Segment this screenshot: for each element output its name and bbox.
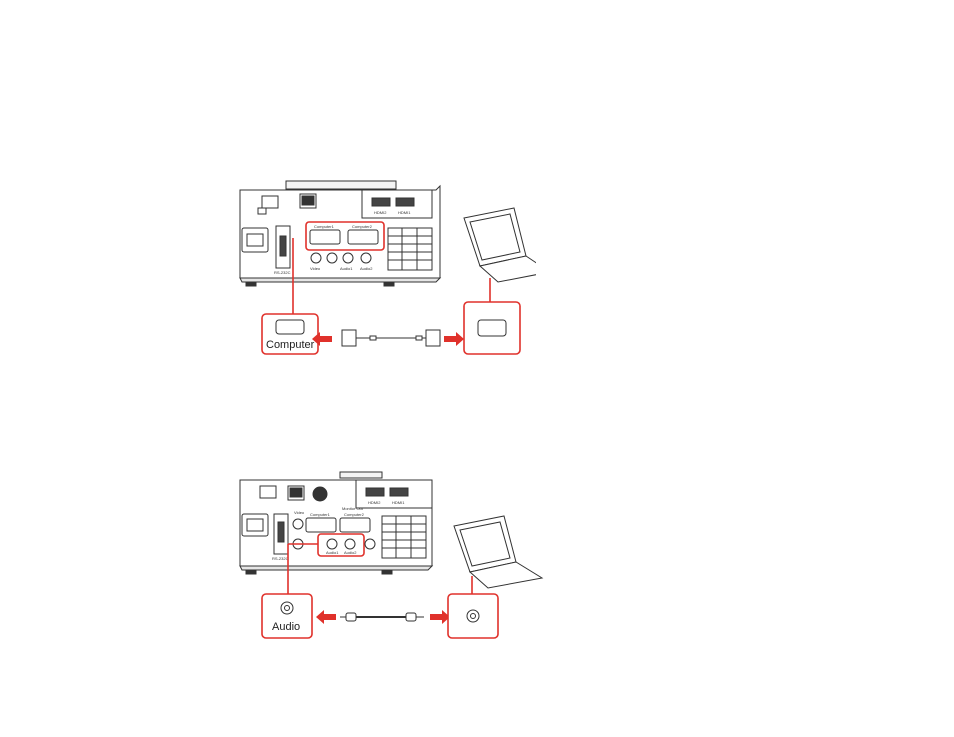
computer1-label: Computer1 — [314, 224, 335, 229]
hdmi2-label: HDMI2 — [374, 210, 387, 215]
audio2-label: Audio2 — [344, 550, 357, 555]
laptop-icon — [453, 515, 544, 589]
computer-port-callout: Computer — [261, 313, 319, 355]
projector-rear-panel: HDMI2 HDMI1 RS-232C Video Computer1 Moni… — [239, 471, 434, 575]
audio-cable-icon — [340, 612, 424, 622]
hdmi1-label: HDMI1 — [398, 210, 411, 215]
vga-cable-icon — [341, 329, 441, 347]
audio2-label: Audio2 — [360, 266, 373, 271]
hdmi2-label: HDMI2 — [368, 500, 381, 505]
arrow-right-icon — [430, 610, 450, 624]
laptop-port-callout — [463, 301, 521, 355]
vent-grid — [381, 515, 427, 559]
computer-connection-svg: HDMI2 HDMI1 RS-232C Computer1 Computer2 … — [239, 180, 552, 355]
audio-port-callout: Audio — [261, 593, 313, 639]
arrow-left-icon — [316, 610, 336, 624]
audio-connection-diagram: HDMI2 HDMI1 RS-232C Video Computer1 Moni… — [236, 470, 548, 646]
rs232-label: RS-232C — [272, 556, 289, 561]
audio1-label: Audio1 — [326, 550, 339, 555]
monitor-out-label: Monitor Out — [342, 506, 364, 511]
hdmi1-label: HDMI1 — [392, 500, 405, 505]
computer-port-label: Computer — [266, 339, 315, 351]
laptop-audio-callout — [447, 593, 499, 639]
computer-connection-diagram: HDMI2 HDMI1 RS-232C Computer1 Computer2 … — [236, 178, 552, 358]
vga-port-icon — [477, 319, 507, 337]
computer1-label: Computer1 — [310, 512, 331, 517]
video-label: Video — [294, 510, 305, 515]
rs232-label: RS-232C — [274, 270, 291, 275]
vga-port-icon — [275, 319, 305, 335]
laptop-icon — [463, 207, 552, 283]
vent-grid — [387, 227, 433, 271]
computer2-label: Computer2 — [352, 224, 373, 229]
computer2-label: Computer2 — [344, 512, 365, 517]
video-label: Video — [310, 266, 321, 271]
projector-rear-panel: HDMI2 HDMI1 RS-232C Computer1 Computer2 … — [239, 180, 442, 287]
arrow-right-icon — [444, 332, 464, 346]
audio-port-label: Audio — [272, 621, 300, 633]
audio1-label: Audio1 — [340, 266, 353, 271]
audio-connection-svg: HDMI2 HDMI1 RS-232C Video Computer1 Moni… — [239, 471, 544, 639]
arrow-left-icon — [312, 332, 332, 346]
